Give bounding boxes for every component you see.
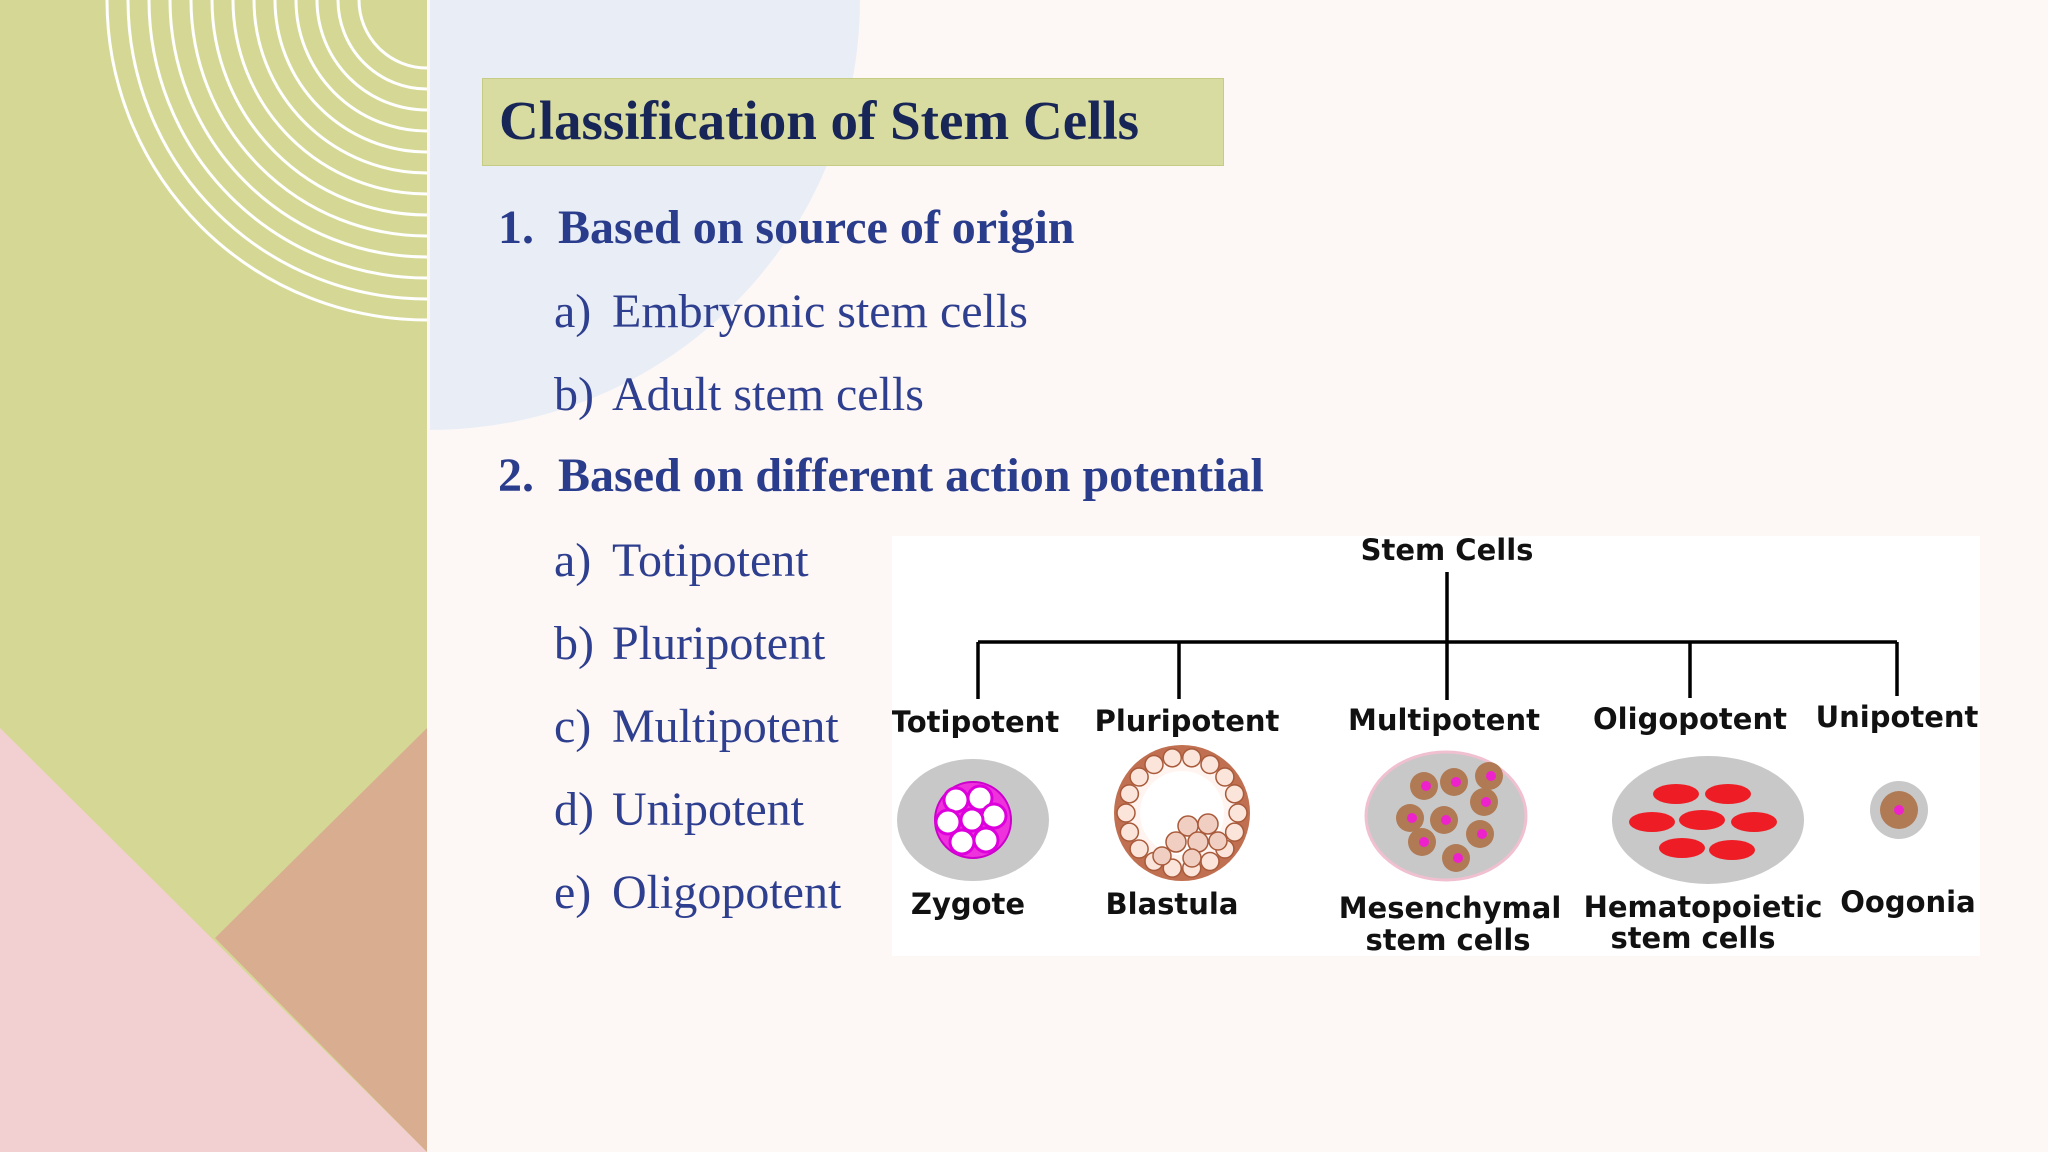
branch-label-totipotent: Totipotent — [892, 705, 1059, 739]
branch-label-pluripotent: Pluripotent — [1095, 704, 1280, 738]
mesenchymal-illustration — [1364, 750, 1528, 882]
list-letter: b) — [554, 617, 594, 670]
branch-label-oligopotent: Oligopotent — [1593, 702, 1787, 736]
branch-label-multipotent: Multipotent — [1348, 703, 1540, 737]
list-item: b) Adult stem cells — [554, 367, 924, 422]
example-hematopoietic-line2: stem cells — [1610, 921, 1775, 955]
list-letter: b) — [554, 368, 594, 421]
list-text: Oligopotent — [612, 866, 842, 919]
decorative-left-panel — [0, 0, 427, 1152]
tan-triangle — [215, 728, 427, 1152]
list-text: Pluripotent — [612, 617, 826, 670]
example-mesenchymal: Mesenchymal — [1339, 891, 1562, 925]
section-1-heading: 1. Based on source of origin — [498, 200, 1074, 255]
section-number: 1. — [498, 201, 534, 254]
section-number: 2. — [498, 449, 534, 502]
list-item: d) Unipotent — [554, 782, 804, 837]
zygote-illustration — [897, 759, 1049, 881]
example-blastula: Blastula — [1106, 887, 1239, 921]
list-letter: a) — [554, 285, 592, 338]
stem-cell-tree-diagram: Stem Cells Totipotent Pluripotent Multip… — [891, 533, 1980, 957]
list-text: Multipotent — [612, 700, 839, 753]
slide-title: Classification of Stem Cells — [499, 90, 1140, 151]
list-letter: d) — [554, 783, 594, 836]
list-text: Unipotent — [612, 783, 804, 836]
list-text: Embryonic stem cells — [612, 285, 1028, 338]
example-mesenchymal-line2: stem cells — [1365, 923, 1530, 956]
title-box: Classification of Stem Cells — [482, 78, 1224, 166]
pink-triangle — [0, 728, 427, 1152]
section-2-heading: 2. Based on different action potential — [498, 448, 1264, 503]
oogonia-illustration — [1870, 781, 1928, 839]
list-item: a) Embryonic stem cells — [554, 284, 1028, 339]
hematopoietic-illustration — [1612, 756, 1804, 884]
example-hematopoietic: Hematopoietic — [1584, 890, 1823, 924]
list-item: e) Oligopotent — [554, 865, 841, 920]
list-text: Adult stem cells — [612, 368, 924, 421]
list-item: b) Pluripotent — [554, 616, 825, 671]
list-item: c) Multipotent — [554, 699, 839, 754]
example-oogonia: Oogonia — [1840, 885, 1975, 919]
list-text: Totipotent — [612, 534, 809, 587]
branch-label-unipotent: Unipotent — [1816, 700, 1979, 734]
example-zygote: Zygote — [911, 887, 1025, 921]
list-letter: c) — [554, 700, 592, 753]
list-letter: a) — [554, 534, 592, 587]
diagram-root-label: Stem Cells — [1361, 536, 1534, 567]
list-letter: e) — [554, 866, 592, 919]
section-heading-text: Based on source of origin — [558, 201, 1075, 254]
tree-connectors — [976, 572, 1899, 700]
list-item: a) Totipotent — [554, 533, 809, 588]
blastula-illustration — [1114, 745, 1250, 881]
section-heading-text: Based on different action potential — [558, 449, 1264, 502]
